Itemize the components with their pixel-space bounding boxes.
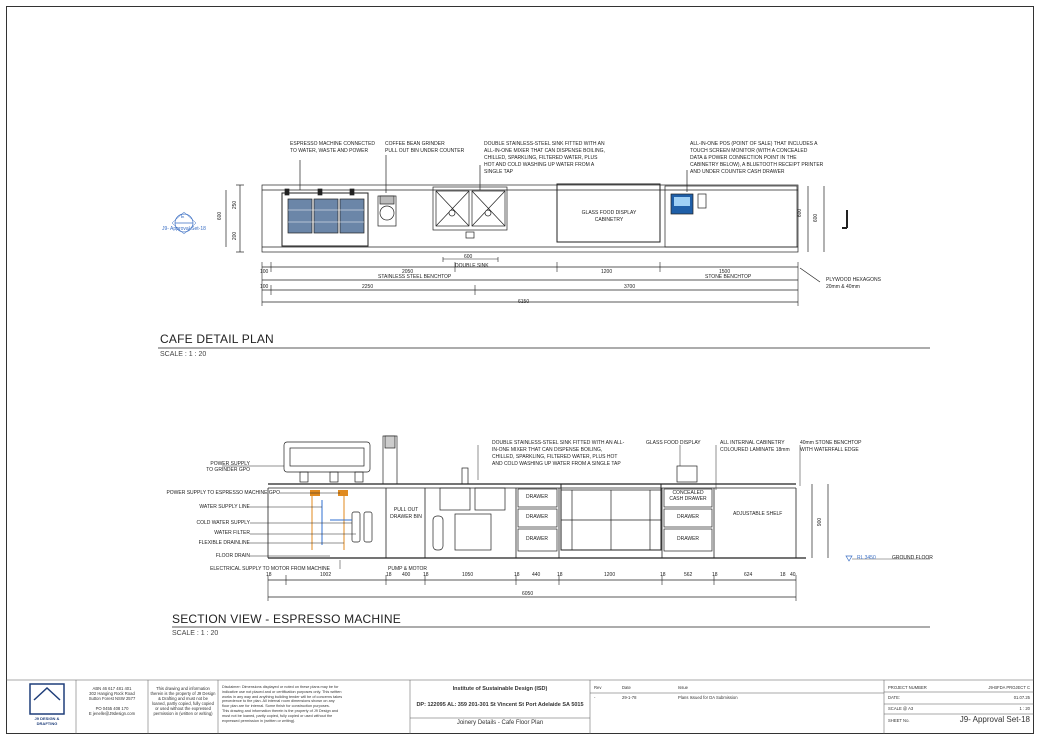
cash-drawer-label: CONCEALED CASH DRAWER <box>669 490 707 502</box>
date-value: 01.07.25 <box>1013 695 1030 700</box>
label-floor-drain: FLOOR DRAIN <box>215 553 250 559</box>
title-block-frame <box>6 679 1034 734</box>
section-title: SECTION VIEW - ESPRESSO MACHINE <box>172 612 401 626</box>
drawer-label-2: DRAWER <box>526 514 549 520</box>
scale-value: 1 : 20 <box>1019 706 1030 711</box>
plan-dim-1200: 1200 <box>601 269 613 275</box>
espresso-machine <box>281 192 369 247</box>
plan-dim-left-b: 250 <box>232 200 239 210</box>
drawer-label-5: DRAWER <box>677 536 700 542</box>
label-cold-water: COLD WATER SUPPLY <box>196 520 250 526</box>
pullout-bin-label: PULL OUT DRAWER BIN <box>390 507 422 520</box>
label-electrical-motor: ELECTRICAL SUPPLY TO MOTOR FROM MACHINE <box>210 566 330 572</box>
drawer-1 <box>517 488 558 508</box>
section-view <box>172 435 930 628</box>
section-callout-cabinetry: ALL INTERNAL CABINETRY COLOURED LAMINATE… <box>720 440 790 453</box>
plan-callout-sink: DOUBLE STAINLESS-STEEL SINK FITTED WITH … <box>484 141 605 175</box>
project-number-label: PROJECT NUMBER <box>888 685 927 690</box>
date-label: DATE: <box>888 695 901 700</box>
pump-motor <box>454 513 492 551</box>
plan-dim-left-c: 200 <box>232 231 239 241</box>
double-sink-label: DOUBLE SINK <box>455 263 489 269</box>
label-power-espresso: POWER SUPPLY TO ESPRESSO MACHINE GPO <box>166 490 280 496</box>
logo-text: J9 DESIGN & DRAFTING <box>34 716 60 726</box>
drawer-label-3: DRAWER <box>526 536 549 542</box>
plan-dim-right-a: 600 <box>797 208 804 218</box>
drawer-5 <box>663 528 713 552</box>
cafe-detail-plan <box>158 155 930 349</box>
sheet-label: SHEET No. <box>888 718 910 723</box>
shelf-label: ADJUSTABLE SHELF <box>733 511 783 517</box>
drawer-3 <box>517 528 558 552</box>
plan-scale: SCALE : 1 : 20 <box>160 351 207 358</box>
sink-mixer-tap <box>465 231 475 239</box>
company-details: ABN 46 617 481 401 302 Hanging Rock Road… <box>88 686 136 716</box>
drawer-label-4: DRAWER <box>677 514 700 520</box>
stainless-label: STAINLESS STEEL BENCHTOP <box>378 274 452 280</box>
plan-dim-right-b: 600 <box>813 213 820 223</box>
section-callout-sink: DOUBLE STAINLESS-STEEL SINK FITTED WITH … <box>492 440 625 467</box>
plan-dim-3700: 3700 <box>624 284 636 290</box>
ref-tag-top: E <box>181 214 185 220</box>
plan-dim-2250: 2250 <box>362 284 374 290</box>
receipt-printer <box>697 193 707 209</box>
pos-cabinet <box>664 185 798 248</box>
drawer-2 <box>517 508 558 528</box>
glass-food-display <box>556 183 661 243</box>
drawing-sheet <box>6 6 1034 734</box>
plan-callout-grinder: COFFEE BEAN GRINDER PULL OUT BIN UNDER C… <box>385 141 465 154</box>
espresso-machine-elevation <box>283 441 371 473</box>
project-number-value: J9-BFDA PROJECT C <box>988 685 1030 690</box>
label-drainline: FLEXIBLE DRAINLINE <box>198 540 250 546</box>
section-callout-stone: 40mm STONE BENCHTOP WITH WATERFALL EDGE <box>800 440 862 453</box>
drawer-label-1: DRAWER <box>526 494 549 500</box>
plan-dim-left-a: 600 <box>217 211 224 221</box>
client-name: Institute of Sustainable Design (ISD) <box>452 686 548 692</box>
plan-callout-espresso: ESPRESSO MACHINE CONNECTED TO WATER, WAS… <box>290 141 376 154</box>
plan-title: CAFE DETAIL PLAN <box>160 332 274 346</box>
ref-tag-label: J9- Approval Set-18 <box>162 226 206 232</box>
plan-dim-1500: 1500 <box>719 269 731 275</box>
label-power-grinder-1: POWER SUPPLY <box>210 461 250 467</box>
section-ground: GROUND FLOOR <box>892 555 933 561</box>
label-water-supply: WATER SUPPLY LINE <box>199 504 250 510</box>
drawing-title: Joinery Details - Cafe Floor Plan <box>456 720 544 726</box>
plan-dim-100a: 100 <box>260 269 269 275</box>
label-power-grinder-2: TO GRINDER GPO <box>206 467 250 473</box>
section-scale: SCALE : 1 : 20 <box>172 630 219 637</box>
plan-callout-plywood: PLYWOOD HEXAGONS 20mm & 40mm <box>826 277 881 290</box>
disclaimer-note: Disclaimer: Dimensions displayed or note… <box>222 685 343 723</box>
section-callout-display: GLASS FOOD DISPLAY <box>646 440 701 446</box>
display-label: GLASS FOOD DISPLAY CABINETRY <box>581 210 637 223</box>
sheet-value: J9- Approval Set-18 <box>959 715 1030 724</box>
plan-dim-2050: 2050 <box>402 269 414 275</box>
label-water-filter: WATER FILTER <box>214 530 250 536</box>
section-callout-pump: PUMP & MOTOR <box>388 566 427 572</box>
copyright-note: This drawing and information therein is … <box>150 686 216 716</box>
section-dim-total: 6050 <box>522 591 534 597</box>
site-address: DP: 122095 AL: 359 201-301 St Vincent St… <box>416 702 584 708</box>
stone-label: STONE BENCHTOP <box>705 274 752 280</box>
pos-elevation <box>676 465 698 483</box>
plan-callout-pos: ALL-IN-ONE POS (POINT OF SALE) THAT INCL… <box>690 141 824 175</box>
plan-dim-6150: 6150 <box>518 299 530 305</box>
plan-counter-outline <box>261 184 799 253</box>
scale-label: SCALE @ A3 <box>888 706 914 711</box>
plan-dim-100b: 100 <box>260 284 269 290</box>
double-sink <box>432 186 508 231</box>
section-level: RL 3450 <box>857 555 876 561</box>
drawer-4 <box>663 508 713 528</box>
cash-drawer <box>663 488 713 508</box>
plan-dim-600: 600 <box>464 254 473 260</box>
section-dim-height: 900 <box>817 517 824 527</box>
